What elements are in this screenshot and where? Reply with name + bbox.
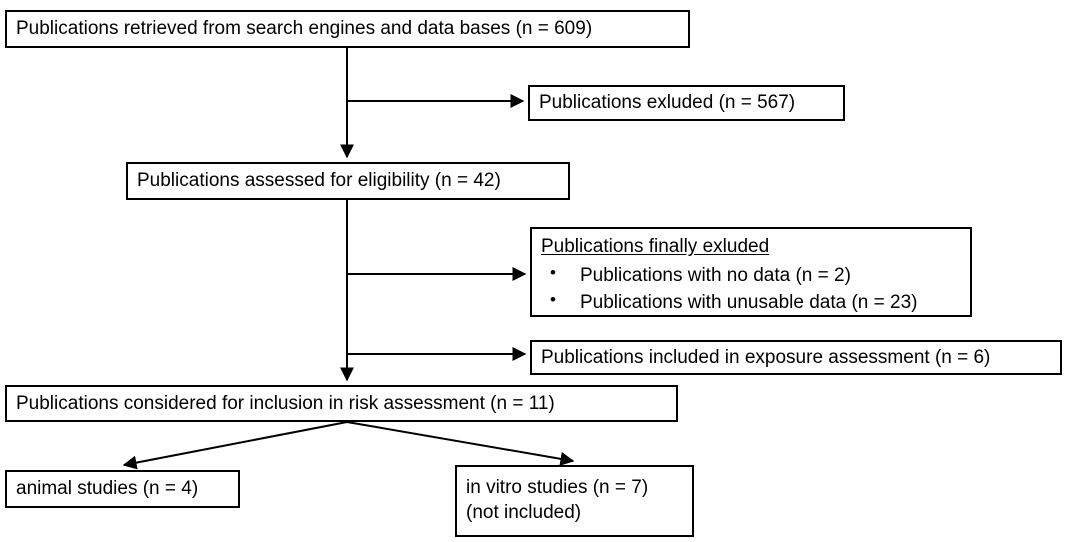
node-publications-retrieved: Publications retrieved from search engin… (5, 10, 690, 48)
node-publications-eligibility: Publications assessed for eligibility (n… (126, 162, 570, 200)
node-publications-excluded-label: Publications exluded (n = 567) (539, 92, 796, 114)
node-in-vitro-studies-label-line2: (not included) (466, 502, 582, 523)
connector-considered-to-animal (122, 421, 348, 470)
node-publications-eligibility-label: Publications assessed for eligibility (n… (137, 170, 501, 192)
node-publications-finally-excluded-heading: Publications finally exluded (532, 235, 970, 261)
list-item: Publications with unusable data (n = 23) (550, 288, 970, 317)
node-publications-finally-excluded: Publications finally exluded Publication… (530, 227, 972, 317)
finally-excluded-bullet-list: Publications with no data (n = 2) Public… (532, 261, 970, 317)
node-publications-exposure-assessment: Publications included in exposure assess… (530, 340, 1062, 375)
node-publications-finally-excluded-heading-text: Publications finally exluded (541, 236, 770, 257)
node-in-vitro-studies-label-line1: in vitro studies (n = 7) (466, 477, 649, 499)
connector-considered-to-invitro (346, 421, 575, 466)
node-animal-studies-label: animal studies (n = 4) (16, 478, 199, 500)
node-in-vitro-studies: in vitro studies (n = 7) (not included) (455, 465, 694, 537)
node-publications-risk-assessment-label: Publications considered for inclusion in… (16, 392, 555, 414)
node-publications-retrieved-label: Publications retrieved from search engin… (16, 18, 593, 40)
node-publications-risk-assessment: Publications considered for inclusion in… (5, 385, 678, 422)
node-publications-excluded: Publications exluded (n = 567) (528, 85, 845, 121)
node-publications-exposure-assessment-label: Publications included in exposure assess… (541, 346, 991, 368)
list-item: Publications with no data (n = 2) (550, 261, 970, 290)
node-animal-studies: animal studies (n = 4) (5, 470, 240, 508)
